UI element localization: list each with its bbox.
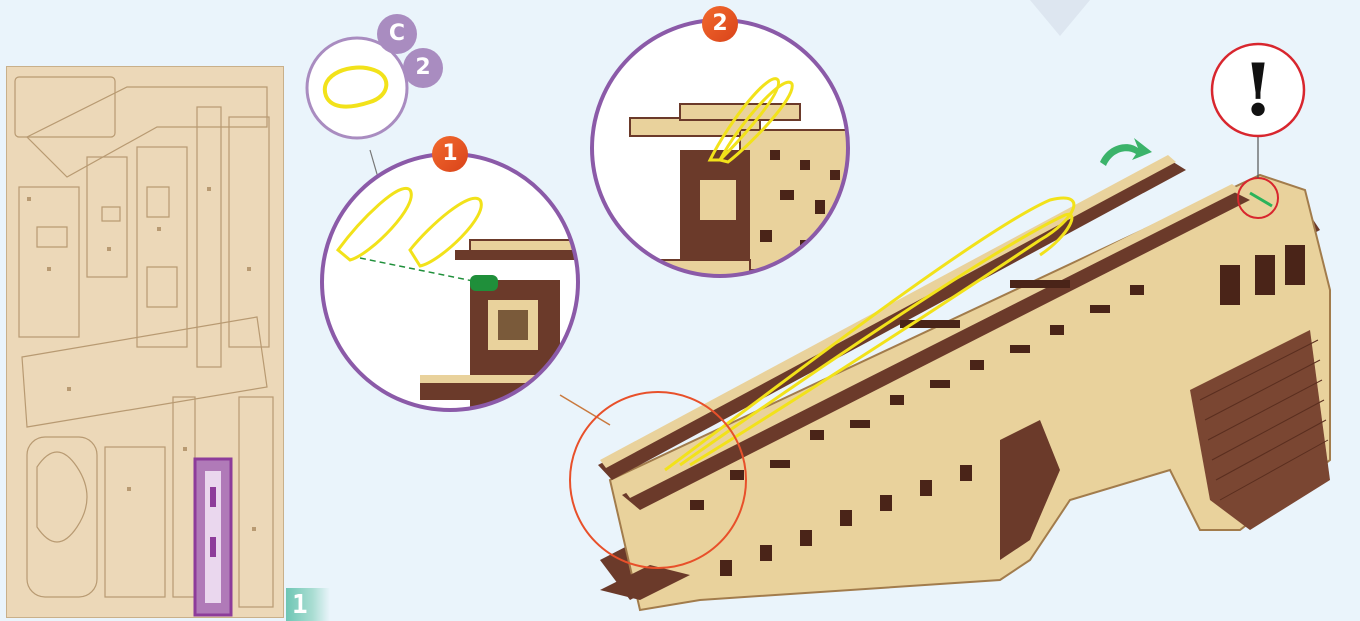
- part-letter: C: [389, 21, 405, 46]
- warning-symbol: !: [1242, 47, 1274, 132]
- part-quantity: 2: [415, 55, 430, 80]
- detail-view-step-1: [322, 154, 585, 410]
- step-1-badge: 1: [432, 136, 468, 172]
- warning-icon: !: [1212, 44, 1304, 136]
- part-letter-badge: C: [377, 14, 417, 54]
- callout-connector: [560, 395, 610, 425]
- part-quantity-badge: 2: [403, 48, 443, 88]
- logo-shape: [1030, 0, 1090, 36]
- rotate-arrow-icon: [1100, 138, 1152, 166]
- step-1-number: 1: [442, 141, 457, 166]
- step-2-number: 2: [712, 11, 727, 36]
- step-2-badge: 2: [702, 6, 738, 42]
- detail-view-step-2: [592, 20, 850, 280]
